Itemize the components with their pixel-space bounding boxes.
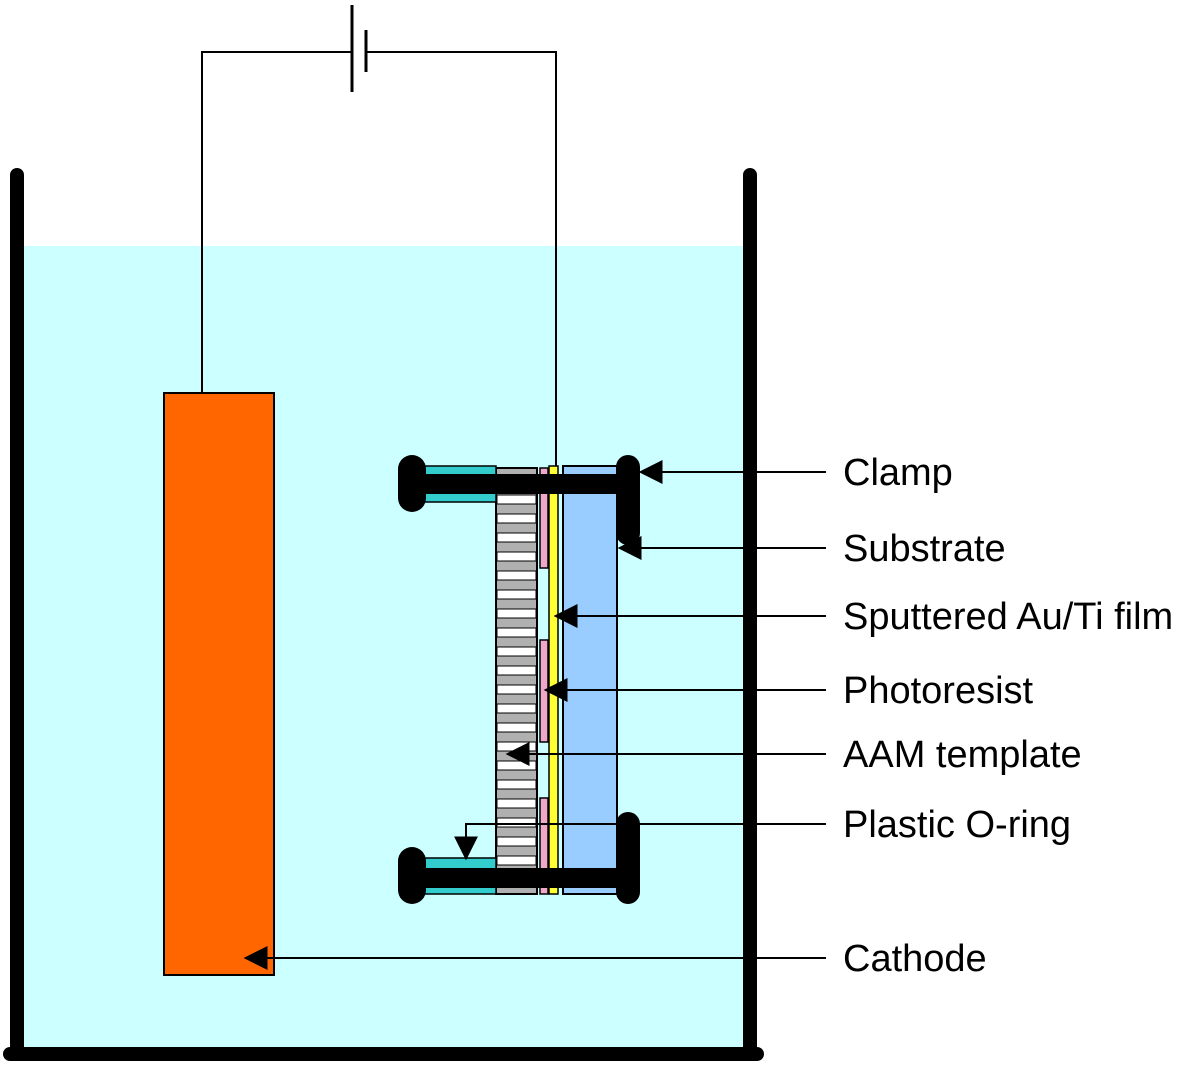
aam-pore [496, 532, 537, 543]
aam-pore [496, 684, 537, 695]
battery-icon [350, 5, 368, 92]
cathode-plate [163, 392, 275, 976]
photoresist-patches [539, 467, 549, 895]
electrolyte-solution [18, 246, 749, 1054]
aam-pore [496, 779, 537, 790]
label-clamp: Clamp [843, 452, 953, 494]
photoresist-patch [539, 467, 549, 569]
aam-pore [496, 855, 537, 866]
aam-pore [496, 741, 537, 752]
circuit-wires [201, 51, 557, 467]
label-template: AAM template [843, 734, 1082, 776]
aam-pore [496, 589, 537, 600]
aam-pore [496, 798, 537, 809]
aam-pore [496, 513, 537, 524]
labels: Clamp Substrate Sputtered Au/Ti film Pho… [843, 452, 1173, 980]
substrate [562, 465, 618, 895]
clamp [398, 455, 640, 904]
label-o-ring: Plastic O-ring [843, 804, 1071, 846]
photoresist-patch [539, 797, 549, 895]
aam-pore [496, 646, 537, 657]
aam-pore [496, 551, 537, 562]
aam-pore [496, 722, 537, 733]
o-ring-arrow [454, 823, 826, 861]
aam-pore [496, 817, 537, 828]
aam-pore [496, 836, 537, 847]
label-film: Sputtered Au/Ti film [843, 596, 1173, 638]
aam-pore [496, 570, 537, 581]
leader-arrows [243, 460, 826, 970]
aam-template [495, 467, 538, 895]
aam-pore [496, 608, 537, 619]
aam-pore [496, 703, 537, 714]
aam-pore [496, 494, 537, 505]
label-cathode: Cathode [843, 938, 987, 980]
label-substrate: Substrate [843, 528, 1006, 570]
label-photoresist: Photoresist [843, 670, 1034, 712]
au-ti-film [548, 465, 559, 895]
aam-pore [496, 760, 537, 771]
aam-pore [496, 627, 537, 638]
beaker [3, 168, 764, 1061]
aam-pore [496, 665, 537, 676]
